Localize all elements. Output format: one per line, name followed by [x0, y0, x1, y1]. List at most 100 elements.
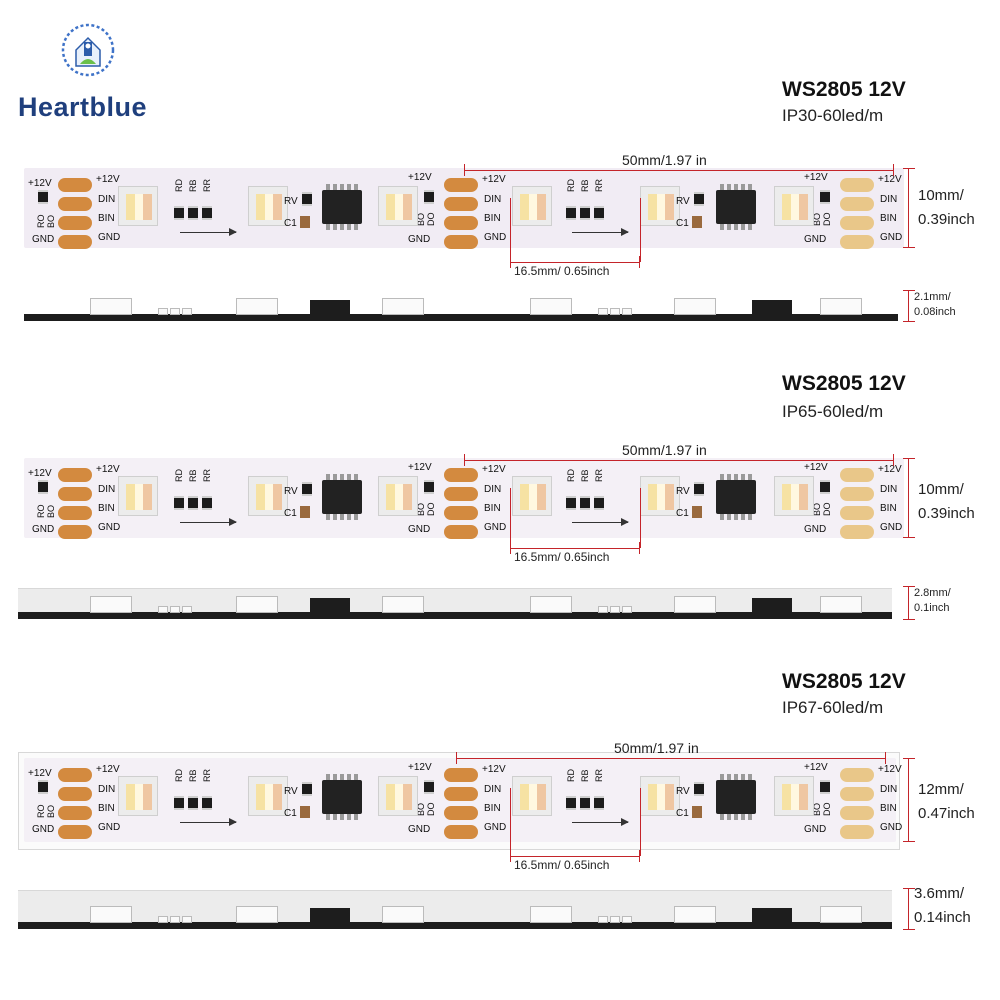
led-emitter: [528, 194, 538, 220]
section-subtitle: IP30-60led/m: [782, 106, 884, 125]
thickness-label: 3.6mm/0.14inch: [914, 882, 971, 930]
led-emitter: [273, 784, 283, 810]
label-c1: C1: [676, 508, 689, 519]
side-profile-resistor: [598, 916, 608, 923]
solder-pad: [840, 197, 874, 211]
section-subtitle: IP65-60led/m: [782, 402, 884, 421]
pad-label-bin: BIN: [98, 503, 115, 514]
solder-pad: [840, 235, 874, 249]
pad-label-gnd: GND: [98, 822, 121, 833]
pad-label-gnd: GND: [98, 522, 121, 533]
led-emitter: [126, 784, 135, 810]
led-emitter: [264, 194, 274, 220]
led-emitter: [256, 484, 265, 510]
pitch-dimension-line: [464, 454, 894, 466]
pad-label-do: DO: [822, 802, 832, 817]
resistor: [566, 496, 576, 510]
side-profile-led: [820, 596, 862, 613]
led-die: [126, 194, 153, 220]
width-dimension-line: [903, 168, 915, 248]
label-rv: RV: [676, 486, 690, 497]
pad-label-din: DIN: [484, 484, 502, 495]
label-c1: C1: [676, 218, 689, 229]
rgbw-led: [774, 776, 814, 816]
resistor: [174, 796, 184, 810]
led-die: [520, 784, 547, 810]
resistor: [580, 496, 590, 510]
side-profile-led: [674, 298, 716, 315]
led-emitter: [394, 484, 404, 510]
pad-label-12v: +12V: [482, 764, 506, 775]
led-emitter: [799, 784, 809, 810]
label-rb: RB: [580, 769, 590, 782]
pad-label-12v: +12V: [96, 464, 120, 475]
solder-pad: [58, 197, 92, 211]
led-die: [126, 484, 153, 510]
led-emitter: [143, 784, 153, 810]
capacitor: [300, 216, 310, 228]
thickness-dimension-line: [903, 586, 915, 620]
side-profile-led: [530, 906, 572, 923]
pad-label-bin: BIN: [484, 213, 501, 224]
solder-pad: [444, 468, 478, 482]
side-profile-resistor: [610, 606, 620, 613]
rgbw-led: [512, 476, 552, 516]
thickness-label-mm: 3.6mm/: [914, 885, 965, 902]
pad-label-12v: +12V: [28, 178, 52, 189]
ws2805-ic: [322, 774, 362, 820]
led-emitter: [403, 194, 413, 220]
led-emitter: [665, 194, 675, 220]
solder-pad: [840, 768, 874, 782]
side-profile-resistor: [170, 606, 180, 613]
pad-label-gnd: GND: [804, 234, 827, 245]
pad-label-12v: +12V: [408, 762, 432, 773]
resistor: [202, 496, 212, 510]
led-die: [782, 194, 809, 220]
ws2805-ic: [322, 474, 362, 520]
capacitor: [692, 506, 702, 518]
pitch-label: 50mm/1.97 in: [622, 152, 707, 168]
thickness-dimension-line: [903, 888, 915, 930]
label-rd: RD: [174, 769, 184, 782]
resistor: [302, 482, 312, 496]
led-emitter: [537, 484, 547, 510]
resistor: [820, 480, 830, 494]
led-spacing-label: 16.5mm/ 0.65inch: [514, 858, 610, 872]
led-emitter: [394, 194, 404, 220]
led-die: [782, 784, 809, 810]
capacitor: [692, 806, 702, 818]
led-emitter: [273, 484, 283, 510]
thickness-dimension-line: [903, 290, 915, 322]
pad-label-bin: BIN: [880, 803, 897, 814]
rgbw-led: [640, 476, 680, 516]
section-title: WS2805 12V: [782, 372, 906, 395]
side-profile-resistor: [610, 916, 620, 923]
solder-pad: [444, 806, 478, 820]
led-emitter: [520, 194, 529, 220]
side-profile-led: [90, 596, 132, 613]
pad-label-12v: +12V: [28, 768, 52, 779]
rgbw-led: [774, 476, 814, 516]
led-emitter: [656, 194, 666, 220]
pad-label-gnd: GND: [408, 234, 431, 245]
thickness-label: 2.8mm/0.1inch: [914, 586, 951, 616]
led-emitter: [520, 484, 529, 510]
led-emitter: [143, 194, 153, 220]
led-emitter: [799, 484, 809, 510]
pitch-dimension-line: [456, 752, 886, 764]
led-emitter: [143, 484, 153, 510]
resistor: [38, 190, 48, 204]
led-emitter: [528, 484, 538, 510]
brand-logo: Heartblue: [14, 20, 164, 130]
led-emitter: [264, 784, 274, 810]
label-c1: C1: [676, 808, 689, 819]
side-profile-led: [90, 906, 132, 923]
led-emitter: [126, 194, 135, 220]
side-profile-resistor: [610, 308, 620, 315]
pad-label-gnd: GND: [408, 524, 431, 535]
led-emitter: [386, 784, 395, 810]
pad-label-gnd: GND: [804, 524, 827, 535]
rgbw-led: [118, 476, 158, 516]
pitch-dimension-line: [464, 164, 894, 176]
